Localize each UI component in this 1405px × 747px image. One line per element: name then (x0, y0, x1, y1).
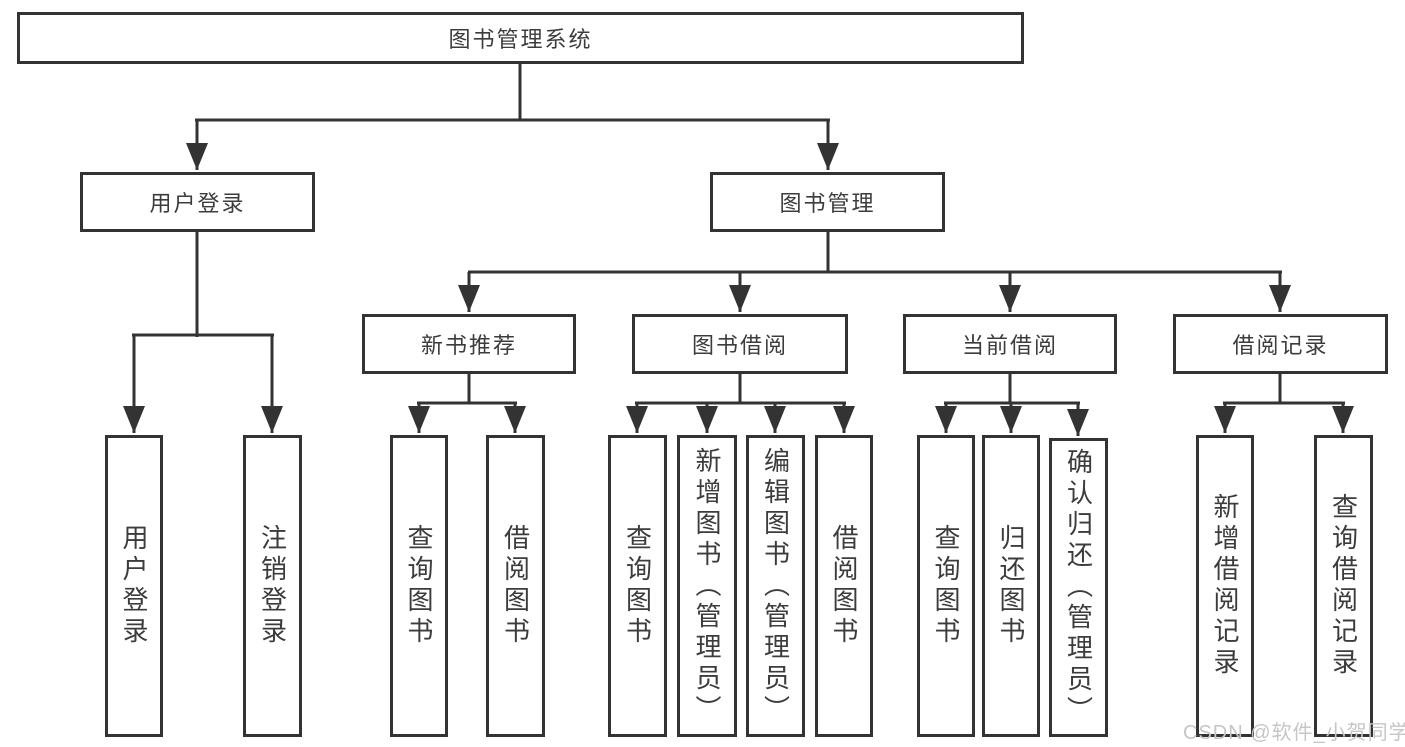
leaf-label: 查询借阅记录 (1328, 493, 1359, 679)
node-book-management: 图书管理 (710, 172, 945, 232)
leaf-label: 归还图书 (996, 524, 1026, 648)
node-label: 新书推荐 (420, 333, 517, 358)
node-label: 用户登录 (149, 191, 246, 216)
leaf-confirm-return-admin: 确认归还（管理员） (1049, 438, 1108, 737)
leaf-label: 确认归还（管理员） (1063, 448, 1094, 727)
node-label: 当前借阅 (961, 333, 1058, 358)
leaf-return-books: 归还图书 (982, 435, 1040, 737)
leaf-label: 用户登录 (119, 524, 149, 648)
csdn-watermark: CSDN @软件_小贺同学 (1183, 722, 1405, 744)
leaf-query-books-recommend: 查询图书 (390, 435, 448, 737)
leaf-label: 借阅图书 (829, 524, 859, 648)
node-user-login: 用户登录 (80, 172, 315, 232)
leaf-label: 新增借阅记录 (1210, 493, 1240, 679)
leaf-logout: 注销登录 (243, 435, 302, 737)
node-label: 图书管理系统 (448, 27, 593, 52)
leaf-label: 注销登录 (257, 524, 288, 648)
leaf-label: 新增图书（管理员） (692, 446, 722, 726)
node-library-management-system: 图书管理系统 (17, 12, 1024, 64)
leaf-user-login: 用户登录 (105, 435, 163, 737)
node-current-borrowing: 当前借阅 (903, 314, 1117, 374)
node-label: 图书管理 (779, 191, 876, 216)
node-label: 图书借阅 (691, 333, 788, 358)
leaf-edit-books-admin: 编辑图书（管理员） (746, 435, 805, 737)
leaf-query-books-borrowing: 查询图书 (608, 435, 667, 737)
leaf-label: 编辑图书（管理员） (760, 446, 791, 726)
leaf-add-borrow-record: 新增借阅记录 (1196, 435, 1254, 737)
leaf-query-books-current: 查询图书 (917, 435, 975, 737)
leaf-query-borrow-record: 查询借阅记录 (1314, 435, 1373, 737)
node-new-book-recommendation: 新书推荐 (362, 314, 576, 374)
node-book-borrowing: 图书借阅 (632, 314, 848, 374)
leaf-borrow-books-recommend: 借阅图书 (486, 435, 545, 737)
leaf-label: 借阅图书 (500, 524, 531, 648)
node-label: 借阅记录 (1232, 333, 1329, 358)
leaf-label: 查询图书 (404, 524, 434, 648)
leaf-add-books-admin: 新增图书（管理员） (677, 435, 737, 737)
leaf-label: 查询图书 (931, 524, 961, 648)
leaf-borrow-books: 借阅图书 (815, 435, 873, 737)
leaf-label: 查询图书 (622, 524, 653, 648)
node-borrowing-records: 借阅记录 (1173, 314, 1388, 374)
